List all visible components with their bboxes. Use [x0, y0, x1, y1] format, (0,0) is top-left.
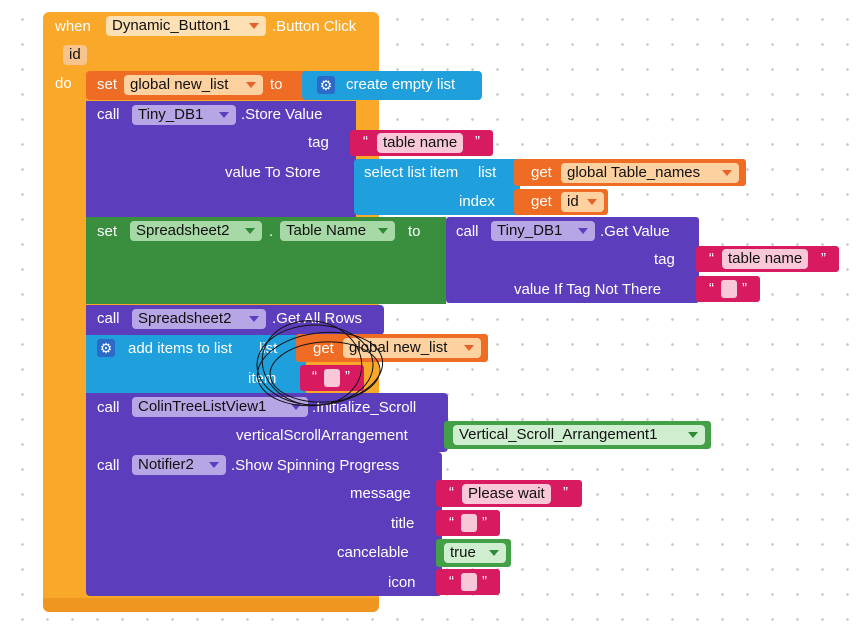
- spreadsheet-component-dropdown[interactable]: Spreadsheet2: [130, 221, 262, 241]
- text-value-empty[interactable]: [324, 369, 340, 387]
- call-keyword: call: [97, 106, 120, 123]
- quote-open-icon: “: [363, 133, 368, 150]
- do-keyword: do: [55, 75, 72, 92]
- listview-component-dropdown[interactable]: ColinTreeListView1: [132, 397, 308, 417]
- notifier-component-dropdown[interactable]: Notifier2: [132, 455, 226, 475]
- quote-close-icon: ”: [563, 484, 568, 501]
- text-value-empty[interactable]: [461, 573, 477, 591]
- list-param-label: list: [259, 340, 278, 357]
- get-keyword: get: [313, 340, 334, 357]
- cancelable-param-label: cancelable: [337, 544, 409, 561]
- call-keyword: call: [456, 223, 479, 240]
- call-keyword: call: [97, 310, 120, 327]
- quote-open-icon: “: [449, 573, 454, 590]
- tinydb-component-dropdown[interactable]: Tiny_DB1: [491, 221, 595, 241]
- add-items-to-list-label: add items to list: [128, 340, 233, 357]
- event-param-id[interactable]: id: [63, 45, 87, 65]
- quote-close-icon: ”: [475, 133, 480, 150]
- quote-open-icon: “: [449, 484, 454, 501]
- index-param-label: index: [459, 193, 495, 210]
- spreadsheet-component-dropdown[interactable]: Spreadsheet2: [132, 309, 266, 329]
- store-value-method-label: .Store Value: [241, 106, 323, 123]
- select-list-item-label: select list item: [364, 164, 459, 181]
- notifier-show-spinning-progress-block[interactable]: [86, 452, 442, 596]
- set-keyword: set: [97, 223, 118, 240]
- boolean-dropdown[interactable]: true: [444, 543, 506, 563]
- set-keyword: set: [97, 76, 118, 93]
- select-list-item-block[interactable]: [354, 159, 520, 215]
- quote-close-icon: ”: [345, 368, 350, 385]
- event-block-bottom-edge: [43, 598, 379, 612]
- value-if-tag-not-there-label: value If Tag Not There: [514, 281, 662, 298]
- value-to-store-label: value To Store: [225, 164, 321, 181]
- quote-open-icon: “: [709, 250, 714, 267]
- event-name-label: .Button Click: [272, 18, 357, 35]
- variable-dropdown-table-names[interactable]: global Table_names: [561, 163, 739, 183]
- tag-param-label: tag: [654, 251, 675, 268]
- to-keyword: to: [270, 76, 283, 93]
- quote-open-icon: “: [449, 514, 454, 531]
- gear-icon[interactable]: ⚙: [317, 76, 335, 94]
- tag-param-label: tag: [308, 134, 329, 151]
- quote-open-icon: “: [312, 368, 317, 385]
- create-empty-list-label: create empty list: [346, 76, 456, 93]
- quote-close-icon: ”: [482, 573, 487, 590]
- item-param-label: item: [248, 370, 277, 387]
- text-value-empty[interactable]: [721, 280, 737, 298]
- show-spinning-progress-method-label: .Show Spinning Progress: [231, 457, 400, 474]
- variable-dropdown-new-list[interactable]: global new_list: [124, 75, 263, 95]
- quote-open-icon: “: [709, 280, 714, 297]
- call-keyword: call: [97, 457, 120, 474]
- quote-close-icon: ”: [742, 280, 747, 297]
- variable-dropdown-id[interactable]: id: [561, 192, 604, 212]
- property-dropdown-table-name[interactable]: Table Name: [280, 221, 395, 241]
- message-param-label: message: [350, 485, 411, 502]
- get-all-rows-method-label: .Get All Rows: [272, 310, 363, 327]
- get-value-method-label: .Get Value: [600, 223, 670, 240]
- to-keyword: to: [408, 223, 421, 240]
- icon-param-label: icon: [388, 574, 416, 591]
- dot-separator: .: [269, 223, 274, 240]
- vertical-scroll-arrangement-label: verticalScrollArrangement: [236, 427, 408, 444]
- text-value-empty[interactable]: [461, 514, 477, 532]
- tinydb-component-dropdown[interactable]: Tiny_DB1: [132, 105, 236, 125]
- variable-dropdown-new-list[interactable]: global new_list: [343, 338, 481, 358]
- when-keyword: when: [55, 18, 91, 35]
- call-keyword: call: [97, 399, 120, 416]
- quote-close-icon: ”: [482, 514, 487, 531]
- event-component-dropdown[interactable]: Dynamic_Button1: [106, 16, 266, 36]
- get-keyword: get: [531, 164, 552, 181]
- text-value-table-name[interactable]: table name: [377, 133, 464, 153]
- arrangement-component-dropdown[interactable]: Vertical_Scroll_Arrangement1: [453, 425, 705, 445]
- gear-icon[interactable]: ⚙: [97, 339, 115, 357]
- get-keyword: get: [531, 193, 552, 210]
- list-param-label: list: [478, 164, 497, 181]
- title-param-label: title: [391, 515, 415, 532]
- text-value-please-wait[interactable]: Please wait: [462, 484, 551, 504]
- text-value-table-name[interactable]: table name: [722, 249, 809, 269]
- quote-close-icon: ”: [821, 250, 826, 267]
- initialize-scroll-method-label: .Initialize_Scroll: [312, 399, 417, 416]
